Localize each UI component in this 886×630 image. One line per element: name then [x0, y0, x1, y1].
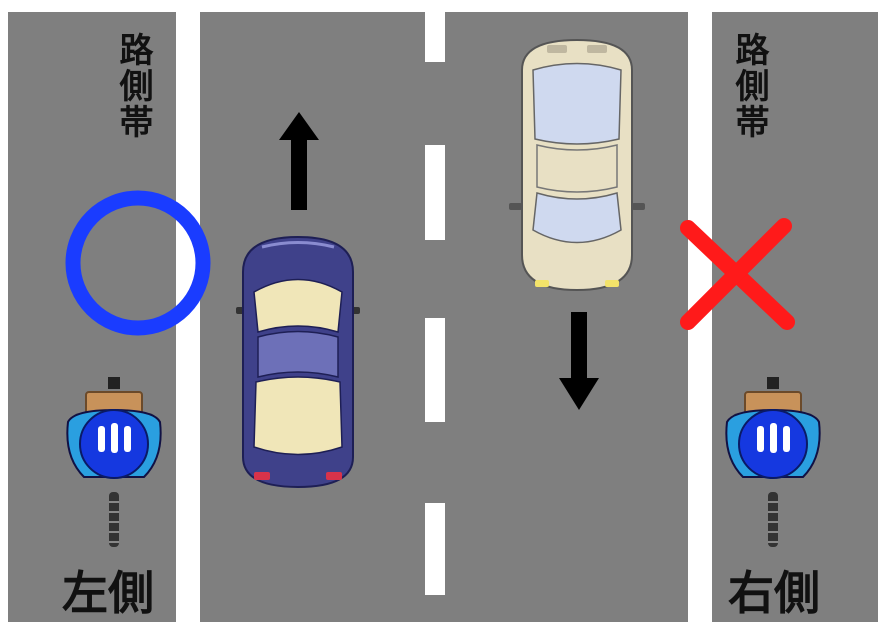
side-label-right: 右側 [728, 566, 820, 620]
cross-ng-icon [680, 218, 795, 330]
shoulder-label-right: 路側帯 [729, 32, 769, 140]
car-right-icon [509, 39, 645, 291]
side-label-left: 左側 [62, 566, 154, 620]
up-arrow-icon [279, 112, 319, 210]
shoulder-label-left: 路側帯 [113, 32, 153, 140]
car-left-icon [236, 236, 360, 488]
center-dashed-line [425, 12, 445, 595]
down-arrow-icon [559, 312, 599, 410]
circle-ok-icon [65, 190, 211, 336]
right-shoulder [712, 12, 878, 622]
